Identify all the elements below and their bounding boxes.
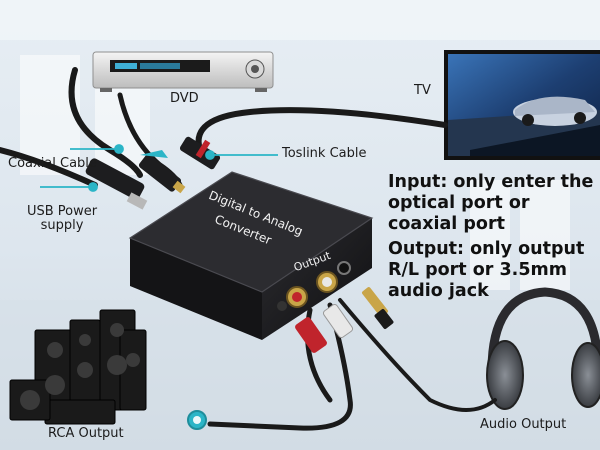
- usb-power-label: USB Power supply: [12, 204, 112, 234]
- dvd-label: DVD: [170, 91, 199, 106]
- toslink-cable-label: Toslink Cable: [282, 146, 367, 161]
- tv-label: TV: [414, 83, 431, 98]
- input-info-text: Input: only enter the optical port or co…: [388, 172, 594, 234]
- rca-output-label: RCA Output: [48, 426, 124, 441]
- output-info-text: Output: only output R/L port or 3.5mm au…: [388, 239, 585, 301]
- audio-output-label: Audio Output: [480, 417, 567, 432]
- usb-power-line1: USB Power: [26, 204, 98, 219]
- coaxial-cable-label: Coaxial Cable: [8, 156, 97, 171]
- usb-power-line2: supply: [40, 218, 84, 234]
